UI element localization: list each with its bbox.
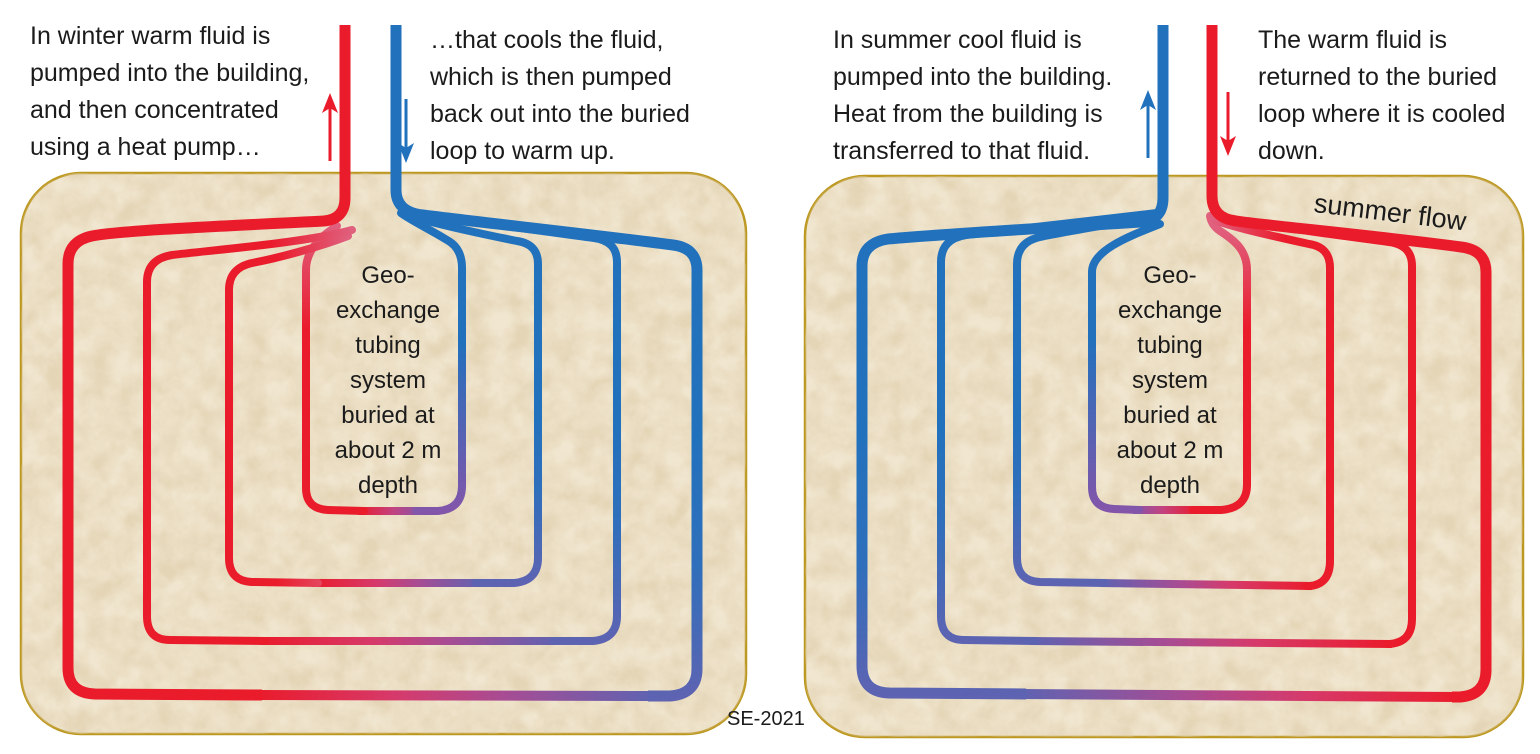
pipe-segment — [1019, 689, 1459, 702]
winter-loop-pipes — [62, 25, 703, 702]
pipe-segment — [1029, 637, 1393, 648]
blue-down-arrow-icon — [398, 99, 414, 163]
red-down-arrow-icon — [1220, 92, 1236, 156]
pipe-segment — [1208, 215, 1334, 590]
summer-panel — [803, 25, 1525, 739]
pipe-segment — [1088, 220, 1164, 514]
winter-inflow-caption: In winter warm fluid is pumped into the … — [30, 22, 310, 161]
red-up-arrow-icon — [322, 93, 338, 161]
pipe-segment — [225, 232, 352, 587]
winter-loop-label: Geo- exchange tubing system buried at ab… — [334, 262, 442, 499]
winter-panel — [19, 25, 748, 736]
pipe-segment — [1189, 212, 1251, 514]
blue-up-arrow-icon — [1140, 90, 1156, 158]
summer-cool-supply-pipe — [856, 25, 1169, 700]
summer-outflow-caption: The warm fluid is returned to the buried… — [1258, 26, 1506, 165]
credit-text: SE-2021 — [727, 708, 805, 730]
winter-warm-supply-pipe — [62, 25, 351, 701]
pipe-segment — [399, 210, 542, 587]
summer-warm-return-pipe — [1206, 25, 1492, 703]
summer-loop-label: Geo- exchange tubing system buried at ab… — [1116, 262, 1224, 499]
pipe-segment — [1099, 579, 1313, 590]
winter-cool-return-pipe — [390, 25, 703, 702]
winter-outflow-caption: …that cools the fluid, which is then pum… — [430, 26, 690, 165]
pipe-segment — [397, 209, 466, 515]
summer-loop-pipes — [856, 25, 1492, 703]
summer-inflow-caption: In summer cool fluid is pumped into the … — [833, 26, 1113, 165]
pipe-segment — [255, 690, 655, 701]
pipe-segment — [143, 226, 356, 645]
